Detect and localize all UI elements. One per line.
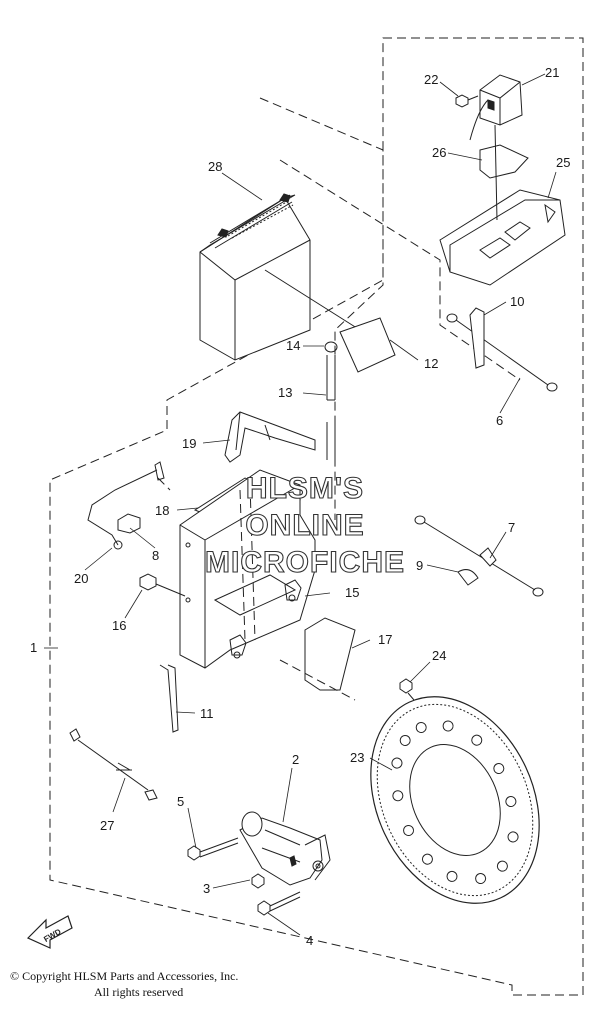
bolt-16 [139, 573, 186, 597]
callouts: 1 2 3 4 5 6 7 8 9 10 11 12 13 14 15 16 1… [30, 65, 570, 948]
battery-pad [339, 317, 396, 373]
assembly-outline [49, 37, 584, 996]
bolt-4 [257, 891, 301, 916]
callout-21: 21 [545, 65, 559, 80]
lead-11 [159, 664, 179, 733]
callout-10: 10 [510, 294, 524, 309]
callout-8: 8 [152, 548, 159, 563]
pad-17 [304, 617, 356, 691]
callout-16: 16 [112, 618, 126, 633]
callout-2: 2 [292, 752, 299, 767]
battery [199, 193, 361, 361]
bracket-26 [479, 144, 529, 179]
bolt-24 [399, 678, 415, 701]
callout-11: 11 [200, 706, 214, 721]
callout-12: 12 [424, 356, 438, 371]
callout-4: 4 [306, 933, 313, 948]
leader-lines [44, 73, 557, 936]
nut-3 [251, 873, 265, 889]
callout-24: 24 [432, 648, 446, 663]
callout-20: 20 [74, 571, 88, 586]
callout-7: 7 [508, 520, 515, 535]
sensor-rotor [370, 696, 540, 904]
lead-6 [446, 307, 558, 392]
battery-strap [224, 411, 316, 463]
callout-22: 22 [424, 72, 438, 87]
callout-6: 6 [496, 413, 503, 428]
callout-27: 27 [100, 818, 114, 833]
lead-20 [87, 461, 171, 550]
callout-9: 9 [416, 558, 423, 573]
lead-7 [414, 515, 544, 597]
callout-26: 26 [432, 145, 446, 160]
callout-5: 5 [177, 794, 184, 809]
callout-15: 15 [345, 585, 359, 600]
callout-18: 18 [155, 503, 169, 518]
callout-14: 14 [286, 338, 300, 353]
callout-28: 28 [208, 159, 222, 174]
callout-23: 23 [350, 750, 364, 765]
relay-21 [469, 74, 523, 221]
watermark-line-3: MICROFICHE [205, 546, 405, 579]
starter-motor [239, 811, 331, 886]
copyright-notice: © Copyright HLSM Parts and Accessories, … [10, 968, 238, 1000]
watermark-line-2: ONLINE [245, 509, 364, 542]
battery-bracket [179, 469, 316, 669]
rod [324, 341, 338, 460]
callout-13: 13 [278, 385, 292, 400]
relay-unit [439, 189, 566, 286]
callout-19: 19 [182, 436, 196, 451]
clamp-8 [117, 513, 141, 534]
watermark-line-1: HLSM'S [246, 472, 364, 505]
copyright-line-1: © Copyright HLSM Parts and Accessories, … [10, 969, 239, 983]
copyright-line-2: All rights reserved [94, 985, 184, 999]
callout-17: 17 [378, 632, 392, 647]
callout-1: 1 [30, 640, 37, 655]
callout-3: 3 [203, 881, 210, 896]
bolt-22 [455, 94, 479, 108]
lead-27 [69, 728, 158, 801]
bolt-5 [187, 837, 239, 861]
watermark: HLSM'S ONLINE MICROFICHE [204, 471, 405, 579]
callout-25: 25 [556, 155, 570, 170]
fwd-arrow-icon [26, 915, 73, 949]
